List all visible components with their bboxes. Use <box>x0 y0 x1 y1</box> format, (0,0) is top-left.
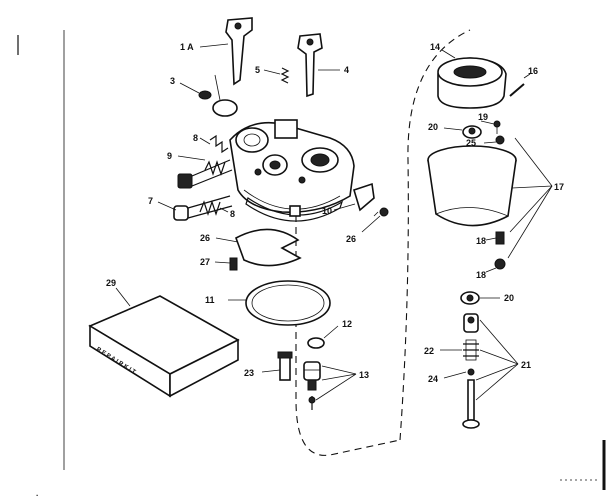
label-29: 29 <box>106 278 116 288</box>
part-18-screw-mid <box>485 231 505 245</box>
label-26-right: 26 <box>346 234 356 244</box>
part-3-screw <box>179 82 212 100</box>
leader-24 <box>443 371 467 379</box>
label-20-top: 20 <box>428 122 438 132</box>
label-25: 25 <box>466 138 476 148</box>
label-14: 14 <box>430 42 440 52</box>
label-7: 7 <box>148 196 153 206</box>
label-12: 12 <box>342 319 352 329</box>
label-18-mid: 18 <box>476 236 486 246</box>
part-16-pin <box>509 73 531 97</box>
part-11-gasket <box>228 280 331 326</box>
part-9-idle-screw <box>177 155 233 189</box>
part-17-housing <box>427 137 553 259</box>
part-20-nut-top <box>443 125 482 139</box>
label-24: 24 <box>428 374 438 384</box>
part-27-pin <box>214 257 238 271</box>
label-11: 11 <box>205 295 215 305</box>
label-27: 27 <box>200 257 210 267</box>
label-26-left: 26 <box>200 233 210 243</box>
footer-mark: · <box>36 491 39 500</box>
label-4: 4 <box>344 65 349 75</box>
part-19-spring-top <box>480 120 501 134</box>
part-2-throttle-plate <box>212 74 238 117</box>
carburetor-body <box>229 119 355 222</box>
label-1a: 1 A <box>180 42 194 52</box>
part-13-bowl-nut <box>303 361 357 410</box>
part-10-bracket <box>333 182 375 212</box>
label-17: 17 <box>554 182 564 192</box>
label-21: 21 <box>521 360 531 370</box>
part-21-valve-assembly <box>462 313 519 429</box>
label-22: 22 <box>424 346 434 356</box>
part-5-spring <box>263 67 290 84</box>
dashed-path-left <box>295 215 401 456</box>
part-18-screw-low <box>485 258 506 273</box>
label-18-low: 18 <box>476 270 486 280</box>
part-29-repair-kit: R E P A I R K I T <box>88 287 240 398</box>
label-10: 10 <box>322 206 332 216</box>
label-3: 3 <box>170 76 175 86</box>
part-7-screw <box>157 195 233 221</box>
part-12-o-ring <box>307 325 339 349</box>
label-23: 23 <box>244 368 254 378</box>
label-5: 5 <box>255 65 260 75</box>
part-23-jet <box>261 351 293 381</box>
part-20-washer-right <box>460 291 500 305</box>
part-26-screw <box>361 207 389 233</box>
label-9: 9 <box>167 151 172 161</box>
part-8-spring <box>199 134 229 154</box>
part-14-primer-bulb <box>437 49 507 109</box>
leader-8 <box>219 207 229 213</box>
part-1a-throttle-lever <box>199 17 253 86</box>
label-20-right: 20 <box>504 293 514 303</box>
part-26-float <box>215 228 302 267</box>
label-13: 13 <box>359 370 369 380</box>
dashed-path-right <box>399 29 471 441</box>
label-8-upper: 8 <box>193 133 198 143</box>
label-16: 16 <box>528 66 538 76</box>
label-8-lower: 8 <box>230 209 235 219</box>
part-4-choke-shaft <box>297 33 340 98</box>
part-18-screw-top <box>483 135 505 145</box>
label-19-top: 19 <box>478 112 488 122</box>
